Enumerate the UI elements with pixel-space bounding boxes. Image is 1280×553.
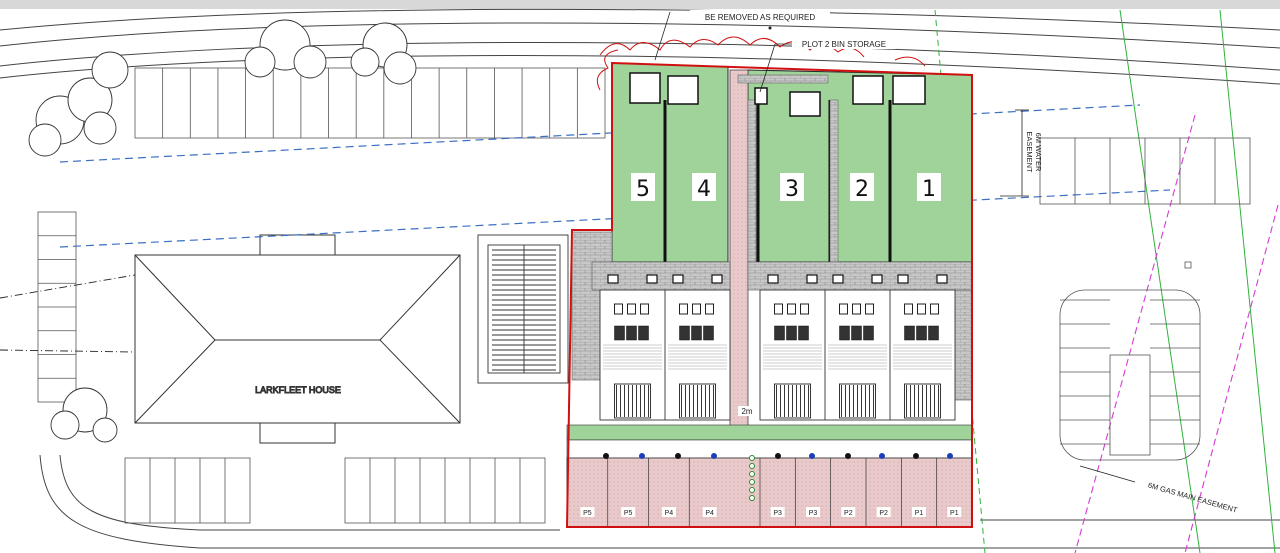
houses	[599, 274, 956, 421]
parking-bay-label: P4	[705, 510, 714, 517]
parking-bay-label: P4	[665, 510, 674, 517]
plot-label-1: 1	[922, 177, 936, 202]
larkfleet-house-label: LARKFLEET HOUSE	[255, 385, 341, 395]
note-be-removed: BE REMOVED AS REQUIRED	[705, 13, 815, 22]
plot-label-2: 2	[855, 177, 869, 202]
plot-label-3: 3	[785, 177, 799, 202]
cycle-store	[477, 234, 569, 384]
bottom-left-parking	[124, 457, 546, 524]
path-brick-left	[747, 99, 757, 271]
house-unit-1	[893, 274, 952, 419]
front-footpath	[566, 439, 973, 459]
gardens	[611, 62, 973, 263]
central-path	[729, 69, 749, 441]
parking-bay-label: P2	[879, 510, 888, 517]
plot-label-4: 4	[697, 177, 711, 202]
gas-easement-lines	[1074, 114, 1279, 553]
top-path	[737, 74, 829, 84]
path-brick-right	[829, 99, 839, 271]
water-easement-label-2: EASEMENT	[1025, 131, 1034, 173]
right-parking	[1039, 137, 1251, 461]
note-bin-storage: PLOT 2 BIN STORAGE	[802, 40, 886, 49]
parking-bay-label: P3	[773, 510, 782, 517]
parking-bay-label: P5	[583, 510, 592, 517]
parking-bay-label: P5	[624, 510, 633, 517]
larkfleet-house: LARKFLEET HOUSE	[134, 234, 461, 444]
plot-label-5: 5	[636, 177, 650, 202]
house-unit-2	[828, 274, 887, 419]
plot-labels: 5 4 3 2 1	[631, 173, 941, 202]
bottom-road	[39, 454, 1280, 549]
water-easement-label-1: 6M WATER	[1034, 133, 1043, 172]
window-top-strip	[0, 0, 1280, 9]
dimension-2m: 2m	[741, 407, 752, 416]
parking-bay-label: P1	[950, 510, 959, 517]
left-parking-column	[37, 211, 77, 403]
house-unit-3	[763, 274, 822, 419]
easement-black-dashed	[0, 274, 136, 353]
plot-parking: P5 P5 P4 P4 P3 P3 P2 P2 P1 P1	[566, 453, 973, 528]
house-unit-4	[668, 274, 727, 419]
parking-bay-label: P1	[915, 510, 924, 517]
front-verge	[566, 424, 973, 441]
parking-bay-label: P2	[844, 510, 853, 517]
parking-bay-label: P3	[809, 510, 818, 517]
house-unit-5	[603, 274, 662, 419]
trees	[28, 19, 417, 443]
bin-stores	[629, 72, 926, 117]
development-site: P5 P5 P4 P4 P3 P3 P2 P2 P1 P1 5 4 3 2 1	[565, 36, 973, 528]
site-boundary	[565, 61, 973, 528]
